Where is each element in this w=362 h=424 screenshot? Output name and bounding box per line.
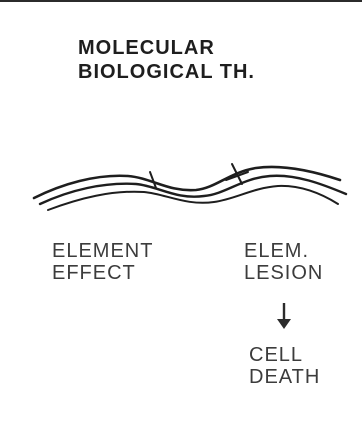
element-effect-label: ELEMENT EFFECT [52, 240, 153, 284]
dna-strand-illustration [0, 150, 362, 230]
down-arrow-icon [276, 302, 292, 330]
title-line-1: MOLECULAR [78, 36, 255, 60]
element-effect-line-1: ELEMENT [52, 240, 153, 262]
element-lesion-line-2: LESION [244, 262, 323, 284]
element-effect-line-2: EFFECT [52, 262, 153, 284]
element-lesion-line-1: ELEM. [244, 240, 323, 262]
top-rule [0, 0, 362, 2]
cell-death-label: CELL DEATH [249, 344, 320, 388]
element-lesion-label: ELEM. LESION [244, 240, 323, 284]
slide-title: MOLECULAR BIOLOGICAL TH. [78, 36, 255, 84]
cell-death-line-1: CELL [249, 344, 320, 366]
dna-strand-1 [34, 167, 340, 198]
title-line-2: BIOLOGICAL TH. [78, 60, 255, 84]
cell-death-line-2: DEATH [249, 366, 320, 388]
